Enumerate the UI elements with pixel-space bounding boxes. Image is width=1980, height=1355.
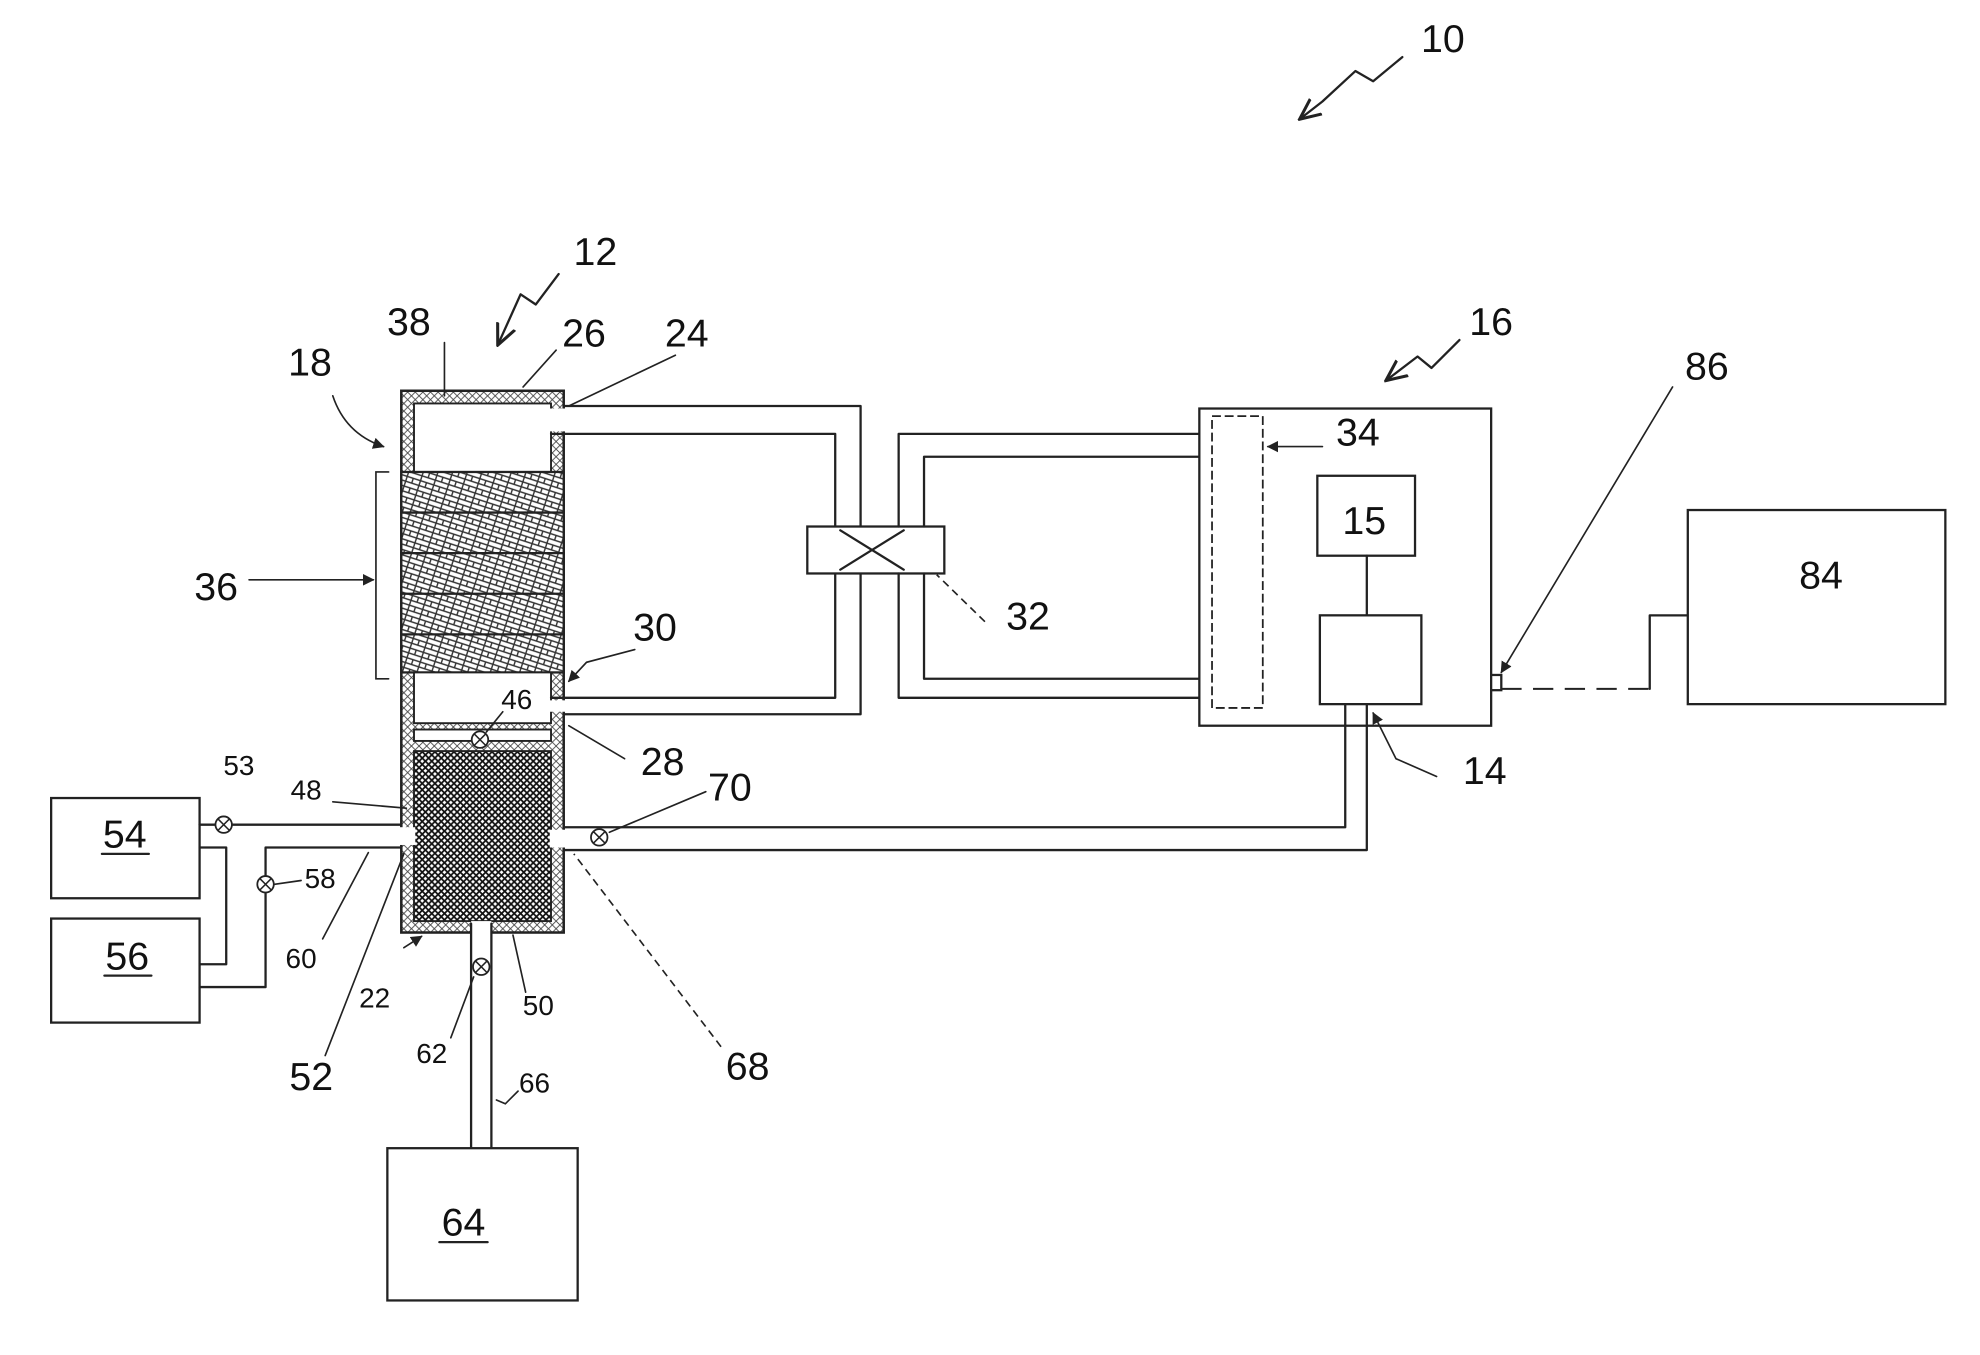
valve-46-icon xyxy=(472,731,488,747)
leader-86 xyxy=(1501,387,1672,672)
right-outlet-opening xyxy=(550,830,566,848)
bottom-outlet-opening xyxy=(471,921,491,935)
ref-56: 56 xyxy=(105,934,149,978)
leader-26 xyxy=(523,350,556,387)
leader-66 xyxy=(496,1091,518,1104)
remote-unit-84-box xyxy=(1688,510,1946,704)
arrow-16 xyxy=(1386,340,1460,381)
bottom-outlet-pipe xyxy=(471,924,491,1149)
lower-bed-chamber xyxy=(414,751,551,921)
top-outlet-opening xyxy=(550,409,568,432)
leader-28 xyxy=(569,726,625,759)
leader-30 xyxy=(569,650,635,682)
ref-10: 10 xyxy=(1421,17,1465,61)
ref-22: 22 xyxy=(359,982,390,1013)
ref-84: 84 xyxy=(1799,554,1843,598)
ref-52: 52 xyxy=(289,1055,333,1099)
ref-70: 70 xyxy=(708,766,752,810)
leader-24 xyxy=(569,355,676,406)
heat-exchanger-box xyxy=(807,527,944,574)
ref-36: 36 xyxy=(194,565,238,609)
ref-66: 66 xyxy=(519,1067,550,1098)
leader-58 xyxy=(274,880,301,884)
top-chamber xyxy=(414,403,551,472)
valve-58-icon xyxy=(257,876,273,892)
supply-pipe-bypass xyxy=(200,848,227,965)
ref-86: 86 xyxy=(1685,344,1729,388)
module-14-box xyxy=(1320,615,1421,704)
ref-16: 16 xyxy=(1469,300,1513,344)
leader-48 xyxy=(333,802,407,808)
ref-34: 34 xyxy=(1336,410,1380,454)
leader-50 xyxy=(513,935,526,992)
ref-60: 60 xyxy=(286,943,317,974)
loop-inner-line xyxy=(551,434,835,698)
leader-18 xyxy=(333,396,384,447)
ref-26: 26 xyxy=(562,311,606,355)
ref-28: 28 xyxy=(641,740,685,784)
cell-stack xyxy=(401,472,563,672)
leader-52 xyxy=(325,854,404,1056)
ref-12: 12 xyxy=(574,230,618,274)
ref-53: 53 xyxy=(223,750,254,781)
middle-inlet-opening xyxy=(550,700,568,711)
ref-24: 24 xyxy=(665,311,709,355)
ref-48: 48 xyxy=(291,774,322,805)
valve-62-icon xyxy=(473,959,489,975)
ref-30: 30 xyxy=(633,606,677,650)
ref-68: 68 xyxy=(726,1045,770,1089)
stack-bracket xyxy=(376,472,389,679)
ref-62: 62 xyxy=(416,1038,447,1069)
ref-38: 38 xyxy=(387,300,431,344)
leader-68 xyxy=(574,854,721,1047)
valve-53-icon xyxy=(215,816,231,832)
ref-54: 54 xyxy=(103,813,147,857)
ref-14: 14 xyxy=(1463,749,1507,793)
reactor-column xyxy=(399,391,568,935)
ref-46: 46 xyxy=(501,684,532,715)
ref-15: 15 xyxy=(1342,499,1386,543)
remote-link-line xyxy=(1650,615,1688,689)
ref-18: 18 xyxy=(288,341,332,385)
secondary-loop-outer xyxy=(899,434,1212,698)
ref-58: 58 xyxy=(305,863,336,894)
connector-port xyxy=(1491,675,1501,690)
arrow-10 xyxy=(1300,57,1403,119)
ref-32: 32 xyxy=(1006,594,1050,638)
leader-22 xyxy=(404,936,422,947)
valve-70-icon xyxy=(591,829,607,845)
left-inlet-opening xyxy=(399,827,415,845)
ref-64: 64 xyxy=(442,1201,486,1245)
arrow-12 xyxy=(498,274,559,345)
secondary-loop-inner xyxy=(924,457,1212,679)
ref-50: 50 xyxy=(523,990,554,1021)
leader-32 xyxy=(937,575,985,622)
